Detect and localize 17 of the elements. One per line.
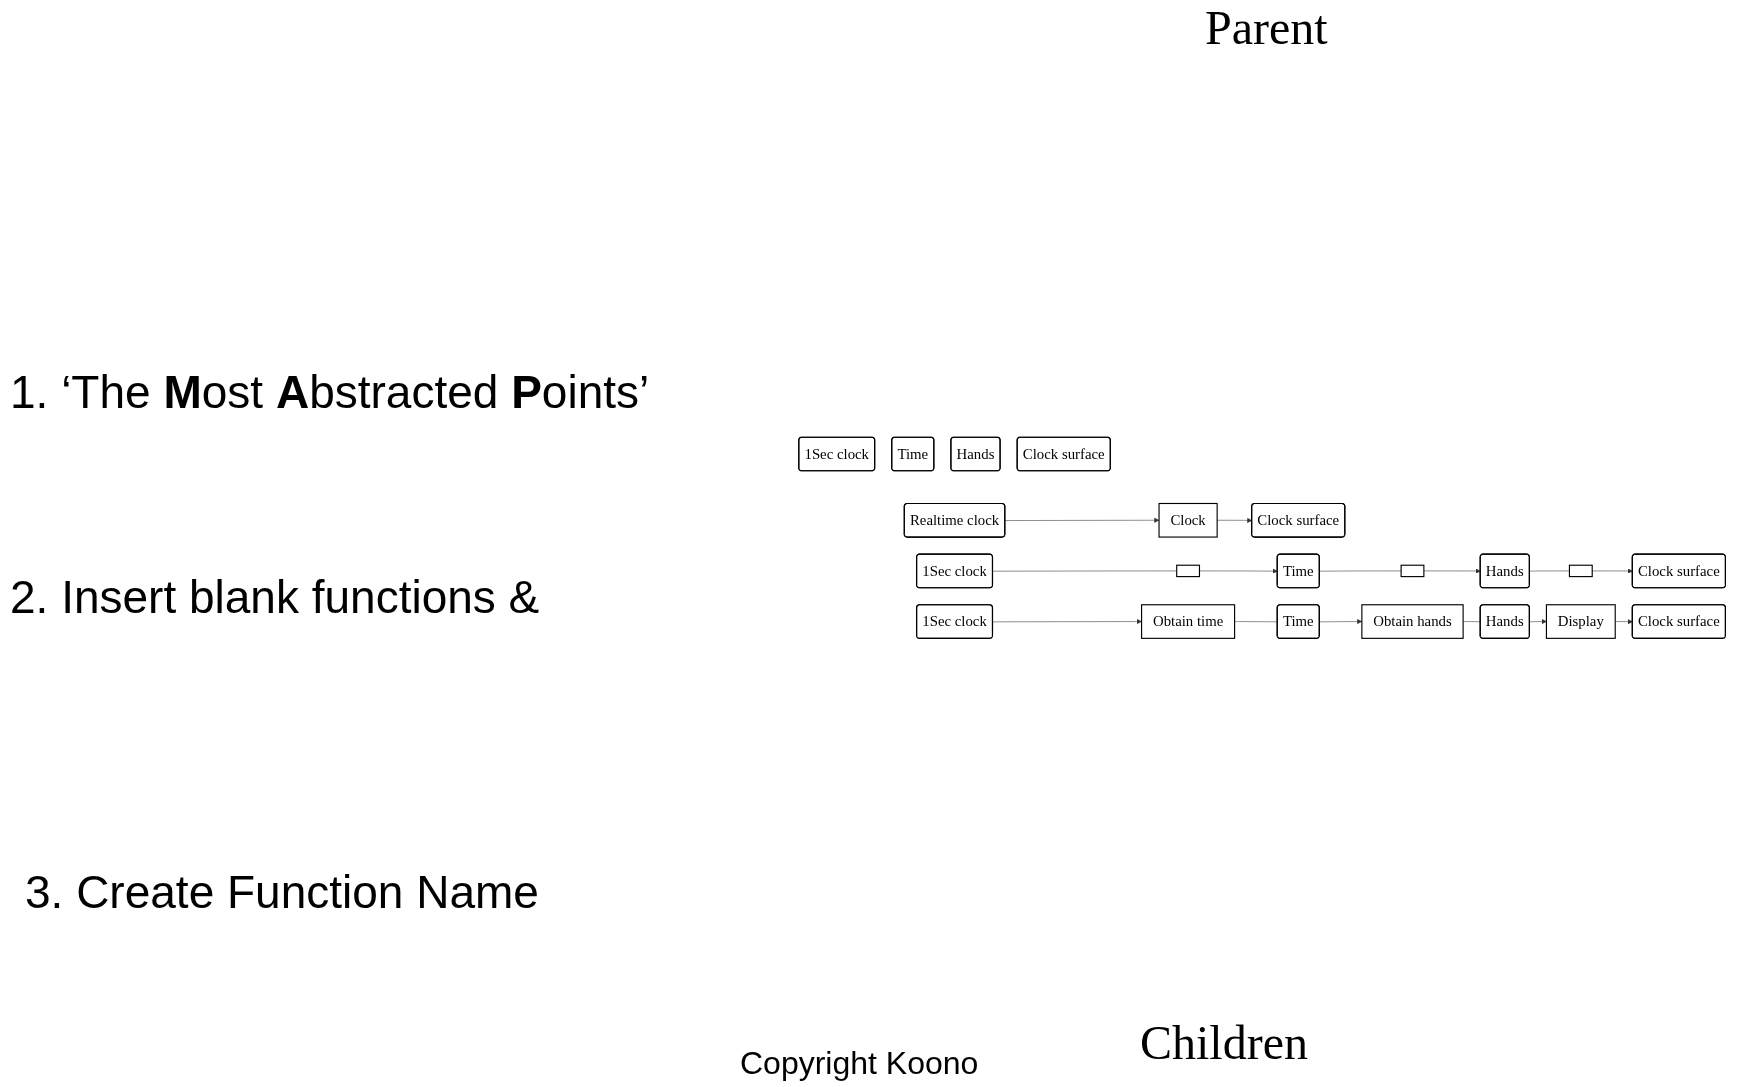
node-box: Obtain time (1141, 604, 1236, 639)
step-text: 3. Create Function Name (25, 865, 539, 919)
node-box: Obtain hands (1361, 604, 1464, 639)
connector (992, 570, 1177, 572)
node-box: Clock (1158, 502, 1218, 538)
heading: Parent (1205, 0, 1328, 55)
copyright-note: Copyright Koono (740, 1045, 979, 1082)
node-box: Display (1545, 604, 1616, 639)
node-box (1176, 564, 1201, 578)
step-text: 2. Insert blank functions & (10, 570, 540, 624)
heading: Children (1140, 1015, 1308, 1070)
connector (1319, 570, 1402, 572)
step-text: 1. ‘The Most Abstracted Points’ (10, 365, 650, 419)
node-box (1400, 564, 1425, 578)
node-box (1568, 564, 1593, 578)
connector (1529, 570, 1570, 572)
connector (1234, 621, 1278, 623)
